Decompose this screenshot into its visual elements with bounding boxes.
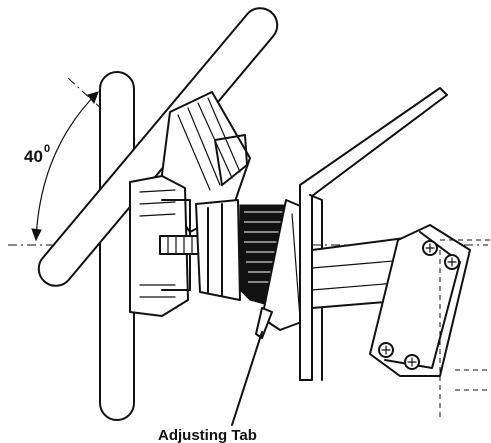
adjusting-tab <box>255 307 273 339</box>
angle-value: 40 <box>24 147 43 166</box>
vertical-steering-wheel <box>99 71 135 421</box>
tilt-axis-line <box>67 77 251 246</box>
mounting-bracket <box>299 87 448 381</box>
callout-leader-line <box>231 331 263 426</box>
right-dashed-outline <box>439 239 490 420</box>
angle-label: 40 0 <box>24 143 50 166</box>
adjusting-tab-label: Adjusting Tab <box>158 427 257 443</box>
coil-spring <box>239 204 289 306</box>
angle-arc <box>35 91 99 241</box>
angle-arrow-top <box>87 91 99 105</box>
angle-arrow-bottom <box>31 228 42 242</box>
universal-joint <box>369 224 471 377</box>
angle-degree-mark: 0 <box>44 143 50 155</box>
tilt-pivot-bolt <box>159 235 201 255</box>
column-body <box>195 199 241 301</box>
